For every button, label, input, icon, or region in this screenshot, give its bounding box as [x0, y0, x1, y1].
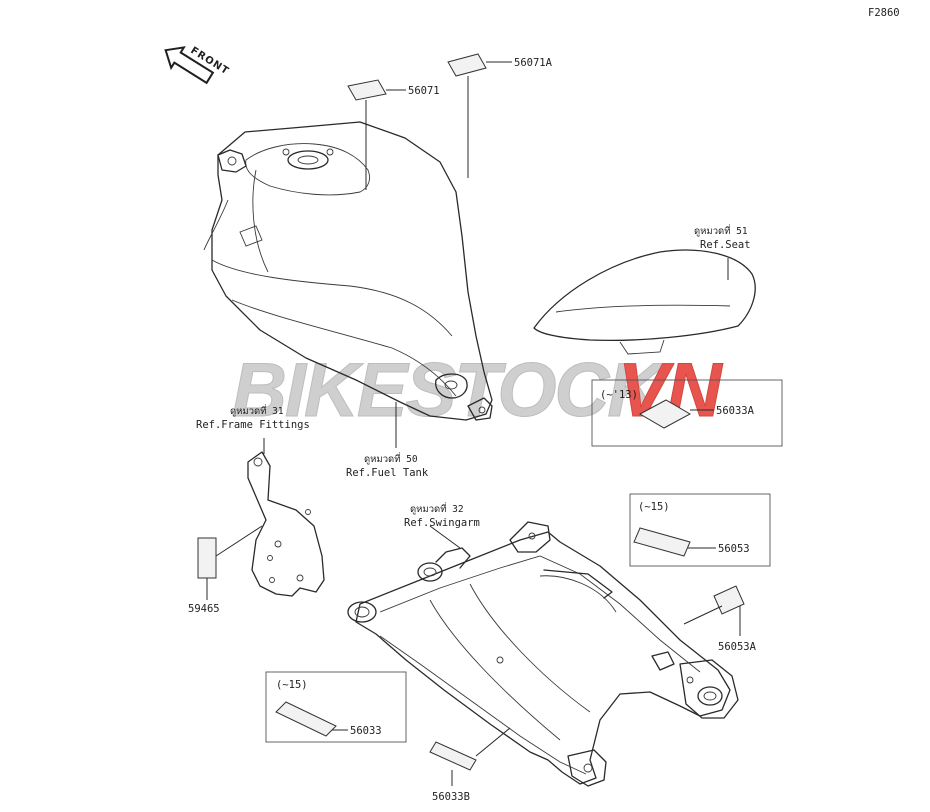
part-56071: 56071 [408, 85, 440, 97]
box-56053-note: (~15) [638, 501, 670, 513]
swingarm-ref-en: Ref.Swingarm [404, 517, 480, 529]
part-56033: 56033 [350, 725, 382, 737]
box-56053 [629, 493, 771, 567]
swingarm-ref-th: ดูหมวดที่ 32 [410, 502, 464, 515]
sticker-56071 [347, 79, 406, 190]
watermark-bikestock: BIKESTOCK [232, 348, 667, 433]
box-56033 [265, 671, 407, 743]
seat-ref-th: ดูหมวดที่ 51 [694, 224, 748, 237]
seat-ref-en: Ref.Seat [700, 239, 751, 251]
sticker-56033b [429, 727, 511, 786]
sticker-56033 [275, 701, 348, 737]
tank-ref-th: ดูหมวดที่ 50 [364, 452, 418, 465]
frame-bracket [247, 438, 325, 597]
part-56053a: 56053A [718, 641, 757, 653]
fuel-tank [203, 121, 493, 448]
seat [533, 249, 756, 355]
part-56033b: 56033B [432, 791, 470, 803]
sticker-56053a [683, 585, 745, 636]
sticker-56053 [633, 527, 716, 557]
sticker-59465 [197, 525, 263, 600]
frame-ref-en: Ref.Frame Fittings [196, 419, 310, 431]
part-59465: 59465 [188, 603, 220, 615]
part-56071a: 56071A [514, 57, 553, 69]
box-56033a-note: (~'13) [600, 389, 638, 401]
tank-ref-en: Ref.Fuel Tank [346, 467, 429, 479]
sticker-56071a [447, 53, 512, 178]
figure-code: F2860 [868, 7, 900, 19]
part-56033a: 56033A [716, 405, 755, 417]
sticker-56033a [638, 399, 714, 429]
frame-ref-th: ดูหมวดที่ 31 [230, 404, 284, 417]
swingarm [347, 521, 739, 787]
part-56053: 56053 [718, 543, 750, 555]
front-arrow-icon [164, 46, 215, 85]
box-56033-note: (~15) [276, 679, 308, 691]
box-56033a [591, 379, 783, 447]
